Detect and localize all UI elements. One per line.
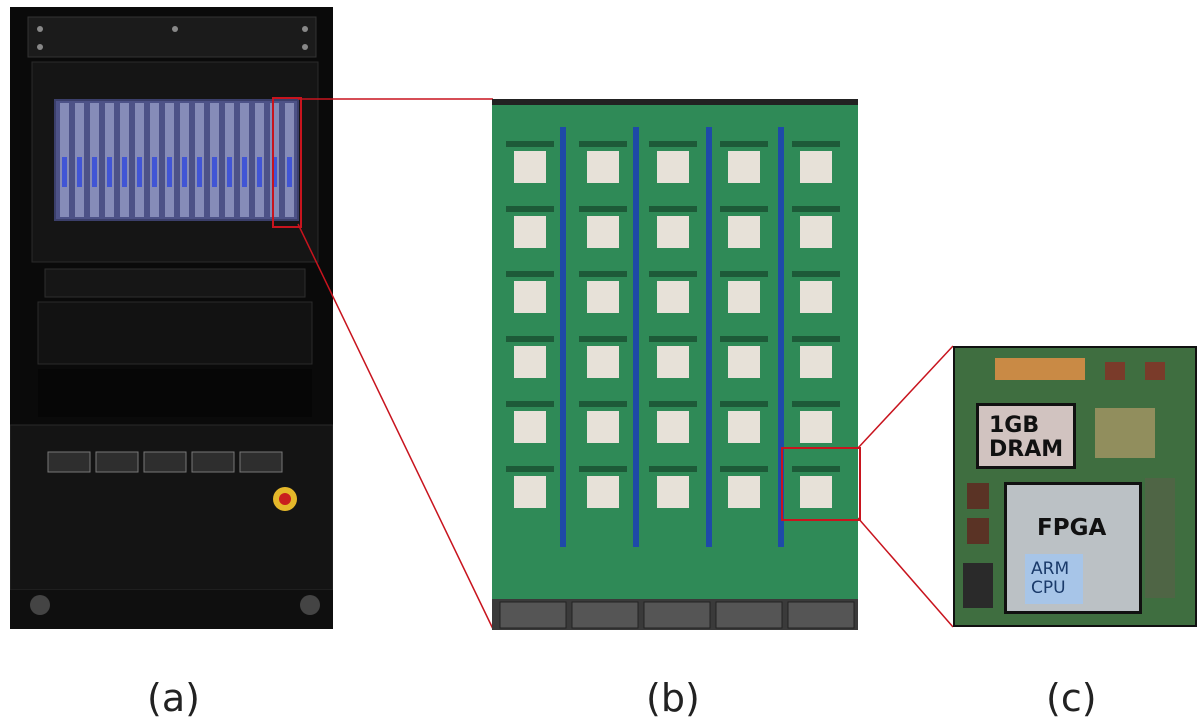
fpga-label-box: FPGA ARM CPU <box>1004 482 1142 614</box>
memory-rail <box>633 127 639 547</box>
fpga-chip <box>800 346 832 378</box>
power-supply <box>191 451 235 473</box>
connector <box>499 601 567 629</box>
connector <box>715 601 783 629</box>
fpga-chip <box>728 476 760 508</box>
fpga-chip <box>514 216 546 248</box>
fpga-chip <box>728 411 760 443</box>
connector <box>643 601 711 629</box>
fpga-chip <box>657 216 689 248</box>
fpga-chip <box>587 216 619 248</box>
fpga-label: FPGA <box>1037 515 1107 541</box>
server-cabinet-photo <box>9 7 334 629</box>
memory-rail <box>706 127 712 547</box>
memory-rail <box>560 127 566 547</box>
selected-node-highlight <box>781 447 861 521</box>
fpga-chip <box>800 151 832 183</box>
power-supply <box>239 451 283 473</box>
dram-label: 1GB DRAM <box>976 403 1076 469</box>
cpu-label: CPU <box>1031 578 1066 598</box>
fpga-chip <box>514 281 546 313</box>
fpga-chip <box>800 281 832 313</box>
fpga-chip <box>728 151 760 183</box>
fpga-chip <box>514 411 546 443</box>
fpga-chip <box>587 281 619 313</box>
fpga-chip <box>514 151 546 183</box>
power-supply <box>143 451 187 473</box>
compute-board-photo <box>492 99 858 630</box>
power-supply <box>95 451 139 473</box>
fpga-chip <box>657 151 689 183</box>
arm-cpu-label: ARM CPU <box>1025 554 1083 604</box>
dram-capacity: 1GB <box>989 413 1040 438</box>
selected-blade-highlight <box>272 97 302 228</box>
fpga-chip <box>728 346 760 378</box>
fpga-chip <box>587 476 619 508</box>
fpga-chip <box>587 411 619 443</box>
fpga-chip <box>587 151 619 183</box>
caption-c: (c) <box>1046 676 1097 720</box>
fpga-chip <box>657 476 689 508</box>
connector <box>571 601 639 629</box>
fpga-chip <box>728 281 760 313</box>
fpga-chip <box>800 411 832 443</box>
caption-b: (b) <box>646 676 700 720</box>
cabinet-illustration <box>9 16 334 629</box>
fpga-chip <box>800 476 832 508</box>
fpga-chip <box>728 216 760 248</box>
fpga-chip <box>657 411 689 443</box>
fpga-chip <box>514 476 546 508</box>
connector <box>787 601 855 629</box>
fpga-chip <box>514 346 546 378</box>
fpga-chip <box>587 346 619 378</box>
arm-label: ARM <box>1031 559 1070 579</box>
caption-a: (a) <box>147 676 200 720</box>
fpga-chip <box>657 281 689 313</box>
fpga-chip <box>800 216 832 248</box>
fpga-chip <box>657 346 689 378</box>
power-supply <box>47 451 91 473</box>
board-illustration <box>492 99 858 630</box>
memory-rail <box>778 127 784 547</box>
dram-type: DRAM <box>989 437 1064 462</box>
